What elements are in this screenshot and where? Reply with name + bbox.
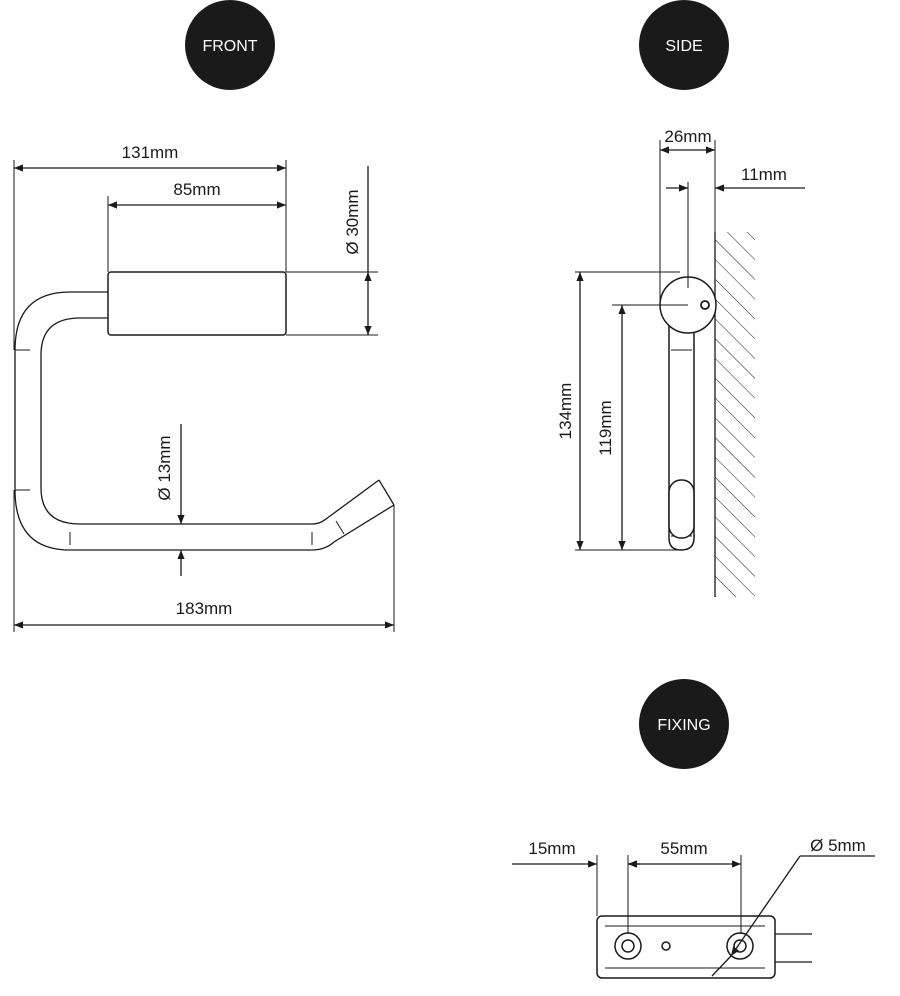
holder-rod-inner xyxy=(40,317,380,525)
front-view-badge: FRONT xyxy=(185,0,275,90)
rod-tip xyxy=(668,479,695,539)
side-view-drawing: 26mm 11mm 134mm 119mm xyxy=(556,127,805,597)
svg-text:FIXING: FIXING xyxy=(657,717,710,734)
dim-183: 183mm xyxy=(176,599,233,618)
dim-rod-diameter: Ø 13mm xyxy=(155,435,174,500)
center-pin xyxy=(661,941,671,951)
fixing-view-badge: FIXING xyxy=(639,679,729,769)
mounting-plate xyxy=(596,915,776,979)
wall-hatch xyxy=(715,232,755,597)
front-view-drawing: 131mm 85mm Ø 30mm Ø 13mm 183mm xyxy=(13,143,395,632)
holder-rod-outline xyxy=(14,291,395,551)
dim-134: 134mm xyxy=(556,383,575,440)
fixing-view-drawing: 15mm 55mm Ø 5mm xyxy=(512,836,875,979)
dim-roller-diameter: Ø 30mm xyxy=(343,189,362,254)
svg-text:SIDE: SIDE xyxy=(665,38,702,55)
dim-85: 85mm xyxy=(173,180,220,199)
dim-15: 15mm xyxy=(528,839,575,858)
dim-hole-diameter: Ø 5mm xyxy=(810,836,866,855)
side-view-badge: SIDE xyxy=(639,0,729,90)
svg-text:FRONT: FRONT xyxy=(202,38,257,55)
dim-11: 11mm xyxy=(741,165,787,184)
dim-26: 26mm xyxy=(664,127,711,146)
roller xyxy=(107,271,287,336)
dim-119: 119mm xyxy=(596,400,615,455)
dim-55: 55mm xyxy=(660,839,707,858)
dim-131: 131mm xyxy=(122,143,179,162)
